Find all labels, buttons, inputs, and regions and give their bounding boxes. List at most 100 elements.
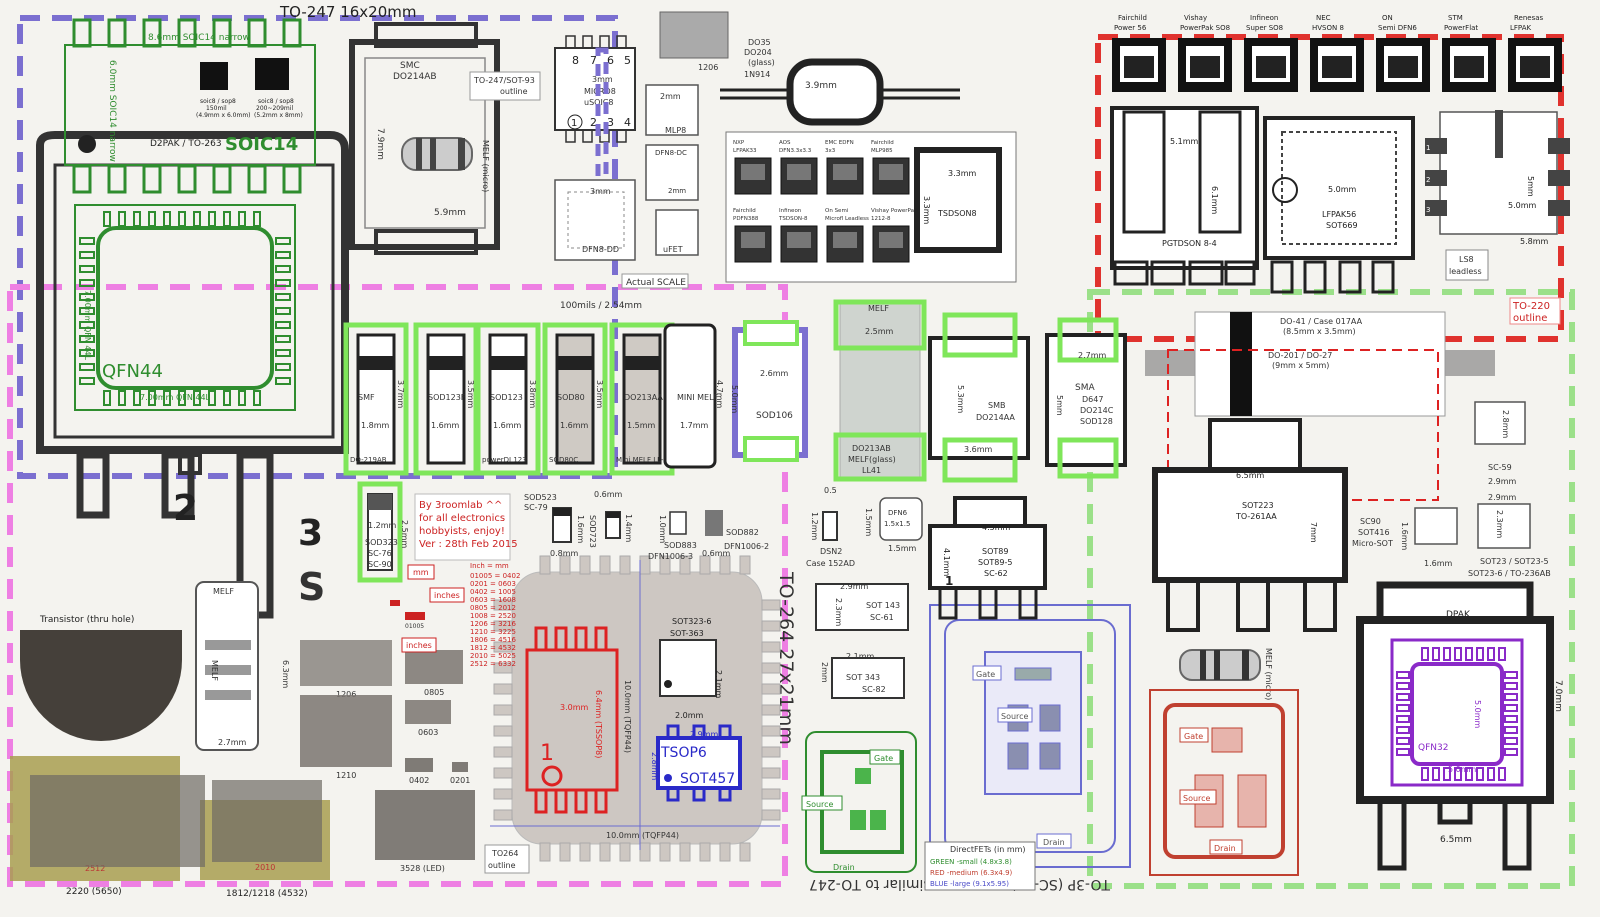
to264-region-outline [7, 284, 788, 887]
dsn2-name: DSN2 [820, 547, 842, 556]
tqfp-leg [493, 599, 513, 611]
top-power-pkg-name: Power 56 [1114, 24, 1147, 32]
smc-height-dim: 7.9mm [375, 128, 385, 160]
soic14-pin-bottom [177, 164, 197, 194]
qfn44-pad [275, 363, 291, 371]
smd-chip-2220-label: 2220 (5650) [66, 887, 122, 897]
sot343-width-dim: 2.1mm [846, 652, 875, 661]
qfn44-pad [275, 321, 291, 329]
qfn44-pad [118, 390, 126, 406]
qfn32-pad [1454, 647, 1462, 661]
tqfp-leg [579, 555, 591, 575]
melf-bottom-melf-text: MELF [210, 660, 219, 681]
diode-name: MINI MELF [677, 393, 719, 402]
tqfp-leg [679, 555, 691, 575]
power-pkg-pad [741, 164, 765, 180]
qfn44-bottom-dim: 7.00mm QFN 44L [140, 393, 211, 402]
tsop6-width-dim: 2.9mm [690, 730, 719, 739]
sc90-package: SC90 SOT416 Micro-SOT 1.6mm 1.6mm [1352, 507, 1458, 568]
melf-bottom-dim: 2.7mm [218, 738, 247, 747]
tssop8-pin [534, 788, 548, 814]
sot343-name: SOT 343 [846, 673, 880, 682]
tqfp-leg [699, 555, 711, 575]
qfn32-pad [1443, 647, 1451, 661]
qfn44-pad [133, 390, 141, 406]
qfn44-pad [193, 390, 201, 406]
diode-name: SMF [358, 393, 375, 402]
power-pkg-pad [787, 232, 811, 248]
sma-width-dim: 2.7mm [1078, 351, 1107, 360]
mlp8-dim: 2mm [660, 92, 681, 101]
top-power-pkg-name: Semi DFN6 [1378, 24, 1417, 32]
do35-part: 1N914 [744, 70, 770, 79]
unit-tag-01005: 01005 [405, 623, 424, 630]
qfn44-pad [275, 349, 291, 357]
qfn44-label: QFN44 [102, 361, 163, 382]
soic8-small-l2: 150mil [206, 105, 227, 112]
tsop6-name: TSOP6 [660, 745, 707, 761]
tqfp-leg [679, 842, 691, 862]
dpak-body-dim: 6.5mm [1440, 835, 1472, 845]
diode-code: Mini MELF LL-34 [616, 456, 673, 464]
sc59-width-dim: 2.9mm [1488, 477, 1517, 486]
directfet-small-source: Source [806, 800, 834, 809]
sod323-alt: SC-90 [368, 560, 392, 569]
sod882-package: SOD882 DFN1006-2 0.6mm [702, 510, 769, 558]
sod723-height-dim: 1.4mm [624, 514, 633, 543]
smc-melf-stripe-c [458, 138, 465, 170]
sod883-code: DFN1006-3 [648, 552, 693, 561]
sod523-package: SOD523 SC-79 0.8mm 1.6mm [524, 493, 585, 558]
diode-height-dim: 3.5mm [466, 380, 475, 409]
ls8-name: LS8 [1459, 255, 1474, 264]
smd-chip-label: 2512 [85, 864, 105, 873]
do201-dim: (9mm x 5mm) [1272, 361, 1329, 370]
qfn32-pad [1487, 647, 1495, 661]
sod723-width-dim: 0.6mm [594, 490, 623, 499]
to220-label-box [1509, 297, 1561, 325]
qfn44-pad [208, 211, 216, 227]
melf-glass-package: MELF 2.5mm DO213AB MELF(glass) LL41 [833, 299, 927, 482]
credit-line-3: hobbyists, enjoy! [419, 526, 505, 537]
top-power-pkg-pad [1190, 56, 1220, 78]
directfet-line-red: RED -medium (6.3x4.9) [930, 869, 1013, 877]
top-power-pkg-pad [1322, 56, 1352, 78]
micro8-pin [599, 35, 610, 49]
sod883-package: SOD883 DFN1006-3 1.0mm [648, 511, 697, 561]
qfn32-label: QFN32 [1418, 743, 1448, 753]
ls8-pin2: 2 [1426, 176, 1430, 184]
inch-table-row: 0201 = 0603 [470, 580, 516, 588]
diode-height-dim: 3.8mm [528, 380, 537, 409]
scale-mils-label: 100mils / 2.54mm [560, 301, 642, 311]
diode-width-dim: 1.6mm [431, 421, 460, 430]
dfn6-height-dim: 1.5mm [864, 508, 873, 537]
credit-note: By 3roomlab ^^ for all electronics hobby… [414, 493, 518, 561]
qfn32-pad [1504, 682, 1518, 690]
smb-package: SMB DO214AA 3.6mm 5.3mm [928, 312, 1030, 483]
power-pkg-label: TSDSON-8 [778, 216, 808, 222]
qfn44-pad [79, 251, 95, 259]
top-power-pkg-maker: NEC [1316, 14, 1331, 22]
power-pkg-pad [833, 164, 857, 180]
smd-chip-2220-body [30, 775, 205, 867]
qfn32-pad [1396, 726, 1410, 734]
qfn44-side-dim: 7.00mm QFN 44L [83, 290, 92, 361]
qfn44-pad [238, 390, 246, 406]
qfn32-pad [1396, 748, 1410, 756]
sot23-width-dim: 2.9mm [1488, 493, 1517, 502]
sod323-name: SOD323 [365, 538, 398, 547]
power-pkg-label: AOS [779, 140, 791, 146]
tssop8-pin1: 1 [540, 741, 554, 766]
micro8-pin [565, 35, 576, 49]
qfn32-pad [1396, 693, 1410, 701]
qfn32-pad [1465, 767, 1473, 781]
diode-body [663, 323, 717, 469]
credit-line-4: Ver : 28th Feb 2015 [419, 539, 518, 550]
to264-region-label: TO-264 27x21mm [775, 571, 797, 745]
soic8-small-l3: (4.9mm x 6.0mm) [196, 112, 251, 119]
power-pkg-label: Fairchild [871, 140, 894, 146]
pgtdson-package: 5.1mm 6.1mm PGTDSON 8-4 [1110, 106, 1259, 286]
smc-melf-stripe-b [430, 138, 436, 170]
